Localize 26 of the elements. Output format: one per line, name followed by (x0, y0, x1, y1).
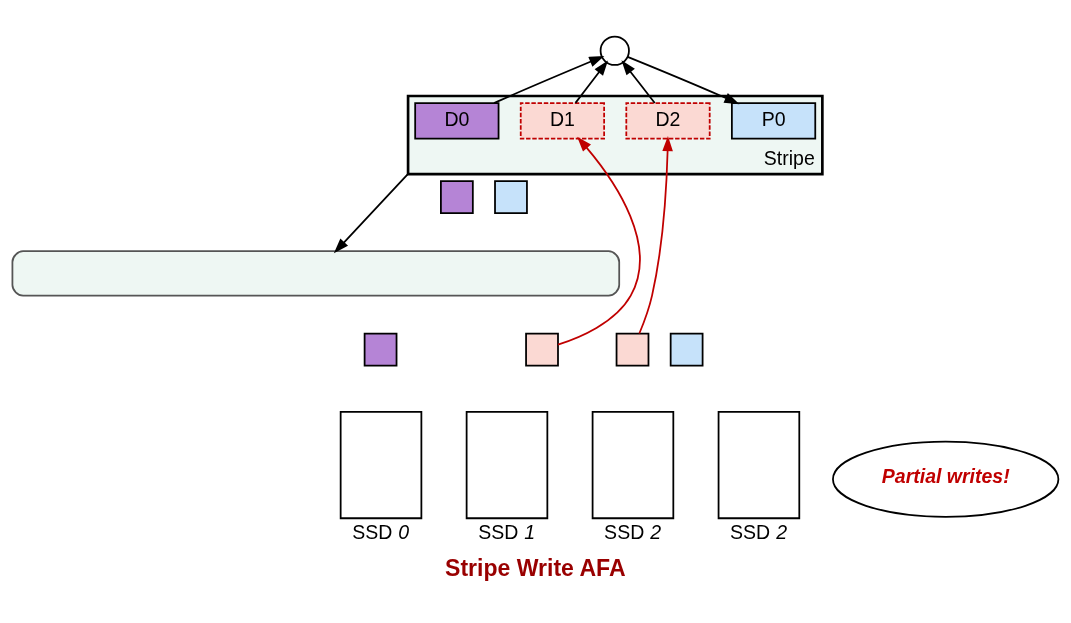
node-label: Stripe (763, 146, 815, 169)
caption: Stripe Write AFA (445, 554, 626, 581)
arrow (557, 136, 641, 345)
node-label: SSD 1 (478, 520, 536, 543)
node-box (11, 249, 621, 296)
arrow (626, 55, 740, 104)
node-circle (599, 35, 630, 66)
node-label: SSD 2 (730, 520, 788, 543)
node-box: P0 (731, 101, 817, 139)
node-box (669, 332, 704, 367)
node-ellipse: Partial writes! (832, 440, 1060, 518)
arrow (574, 59, 608, 104)
node-box (440, 179, 474, 214)
node-box (363, 332, 398, 367)
arrow (493, 55, 605, 104)
node-label: SSD 0 (352, 520, 410, 543)
arrow (638, 135, 673, 334)
node-label: SSD 2 (604, 520, 662, 543)
arrow (333, 172, 409, 253)
node-box: D0 (414, 101, 500, 139)
node-box (615, 332, 650, 367)
node-box (494, 179, 528, 214)
node-box: D1 (519, 101, 605, 139)
node-box (525, 332, 559, 367)
node-box: D2 (625, 101, 711, 139)
arrow (621, 59, 656, 104)
